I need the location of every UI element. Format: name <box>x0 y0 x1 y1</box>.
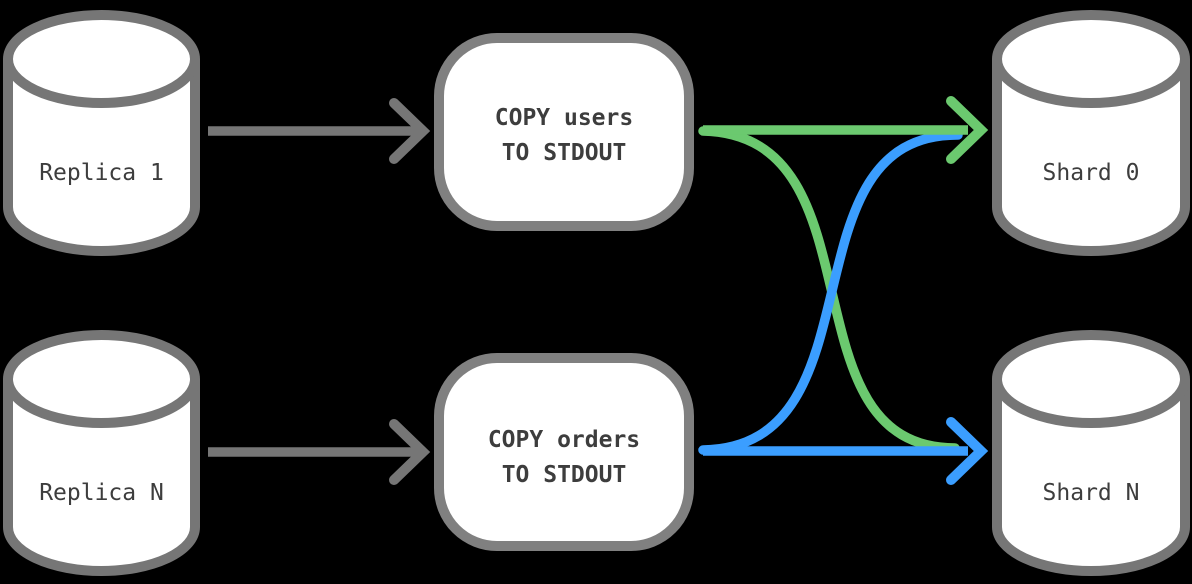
node-shard-0: Shard 0 <box>992 10 1190 256</box>
cylinder-body <box>3 59 200 256</box>
node-shard-n: Shard N <box>992 330 1190 576</box>
cylinder-top <box>3 330 200 428</box>
edge-replica1-to-copyusers <box>208 98 431 164</box>
arrowhead-icon <box>946 417 989 485</box>
cylinder-body <box>992 379 1190 576</box>
edge-copyusers-to-shard0 <box>703 96 989 164</box>
node-label-replica-n: Replica N <box>39 480 164 506</box>
arrowhead-icon <box>946 96 989 164</box>
process-box <box>434 33 694 231</box>
process-label-line1: COPY users <box>495 105 633 131</box>
node-replica-n: Replica N <box>3 330 200 576</box>
node-label-shard-0: Shard 0 <box>1043 160 1140 186</box>
edge-copyorders-to-shard0 <box>698 130 963 455</box>
cylinder-body <box>992 59 1190 256</box>
node-replica-1: Replica 1 <box>3 10 200 256</box>
edge-copyorders-to-shardn <box>703 417 989 485</box>
node-copy-orders: COPY orders TO STDOUT <box>434 353 694 551</box>
cylinder-body <box>3 379 200 576</box>
edge-replican-to-copyorders <box>208 419 431 485</box>
cylinder-top <box>992 330 1190 428</box>
process-label-line2: TO STDOUT <box>502 140 627 166</box>
cylinder-top <box>3 10 200 108</box>
arrowhead-icon <box>389 419 431 485</box>
process-label-line1: COPY orders <box>488 427 640 453</box>
node-label-shard-n: Shard N <box>1043 480 1140 506</box>
process-box <box>434 353 694 551</box>
cylinder-top <box>992 10 1190 108</box>
node-copy-users: COPY users TO STDOUT <box>434 33 694 231</box>
node-label-replica-1: Replica 1 <box>39 160 164 186</box>
process-label-line2: TO STDOUT <box>502 462 627 488</box>
arrowhead-icon <box>389 98 431 164</box>
